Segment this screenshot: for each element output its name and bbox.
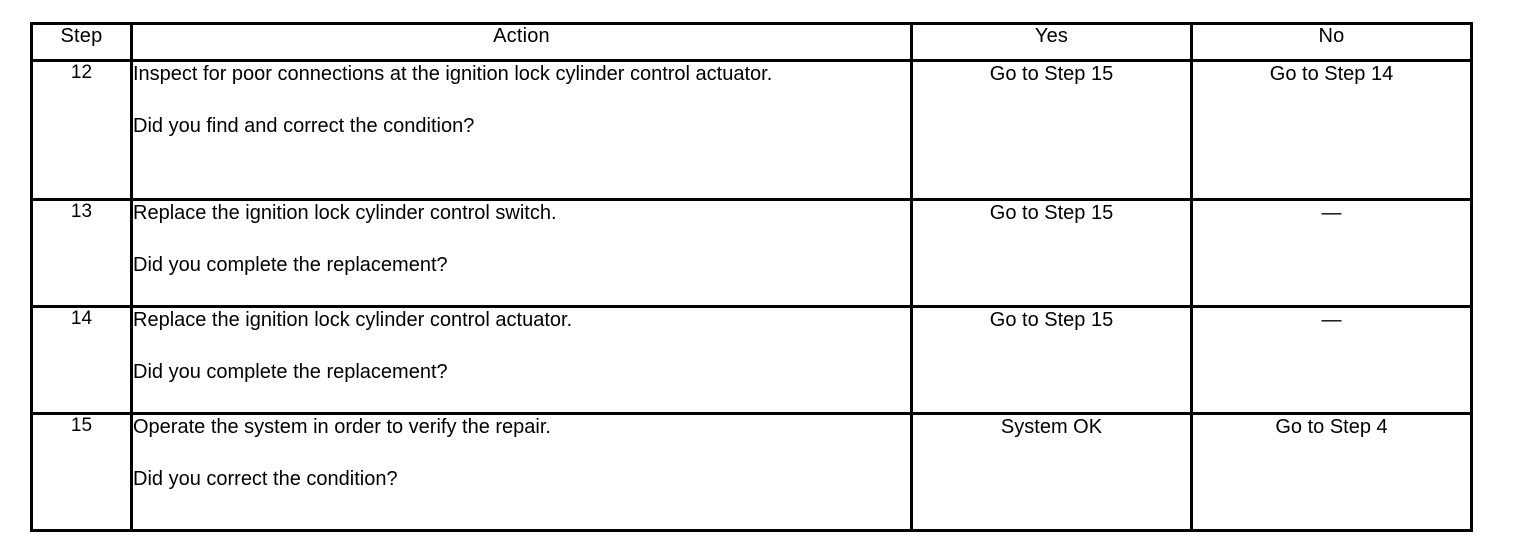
header-row: Step Action Yes No [30, 22, 1473, 62]
action-description: Replace the ignition lock cylinder contr… [133, 309, 573, 331]
step-number-cell: 13 [30, 198, 133, 308]
action-spacer [133, 441, 910, 467]
no-answer-cell: Go to Step 4 [1190, 412, 1473, 532]
action-cell: Replace the ignition lock cylinder contr… [130, 198, 913, 308]
action-question: Did you complete the replacement? [133, 360, 448, 383]
action-description: Operate the system in order to verify th… [133, 416, 551, 438]
action-question: Did you complete the replacement? [133, 253, 448, 276]
action-question: Did you find and correct the condition? [133, 114, 475, 137]
action-cell: Replace the ignition lock cylinder contr… [130, 305, 913, 415]
diagnostic-step-table: Step Action Yes No 12 Inspect for poor c… [30, 22, 1473, 532]
step-number-cell: 12 [30, 59, 133, 201]
no-answer-cell: — [1190, 198, 1473, 308]
action-description: Inspect for poor connections at the igni… [133, 63, 773, 85]
action-spacer [133, 334, 910, 360]
action-cell: Inspect for poor connections at the igni… [130, 59, 913, 201]
no-answer-cell: — [1190, 305, 1473, 415]
action-cell: Operate the system in order to verify th… [130, 412, 913, 532]
action-spacer [133, 88, 910, 114]
column-header-action: Action [130, 22, 913, 62]
action-spacer [133, 227, 910, 253]
step-number-cell: 14 [30, 305, 133, 415]
yes-answer-cell: System OK [910, 412, 1193, 532]
table-body: 12 Inspect for poor connections at the i… [30, 59, 1473, 532]
action-description: Replace the ignition lock cylinder contr… [133, 202, 557, 224]
diagnostic-table-container: Step Action Yes No 12 Inspect for poor c… [30, 22, 1473, 532]
table-header: Step Action Yes No [30, 22, 1473, 62]
yes-answer-cell: Go to Step 15 [910, 198, 1193, 308]
table-row: 15 Operate the system in order to verify… [30, 412, 1473, 532]
step-number-cell: 15 [30, 412, 133, 532]
table-row: 14 Replace the ignition lock cylinder co… [30, 305, 1473, 415]
column-header-no: No [1190, 22, 1473, 62]
table-row: 13 Replace the ignition lock cylinder co… [30, 198, 1473, 308]
column-header-yes: Yes [910, 22, 1193, 62]
table-row: 12 Inspect for poor connections at the i… [30, 59, 1473, 201]
column-header-step: Step [30, 22, 133, 62]
yes-answer-cell: Go to Step 15 [910, 305, 1193, 415]
no-answer-cell: Go to Step 14 [1190, 59, 1473, 201]
action-question: Did you correct the condition? [133, 467, 398, 490]
yes-answer-cell: Go to Step 15 [910, 59, 1193, 201]
